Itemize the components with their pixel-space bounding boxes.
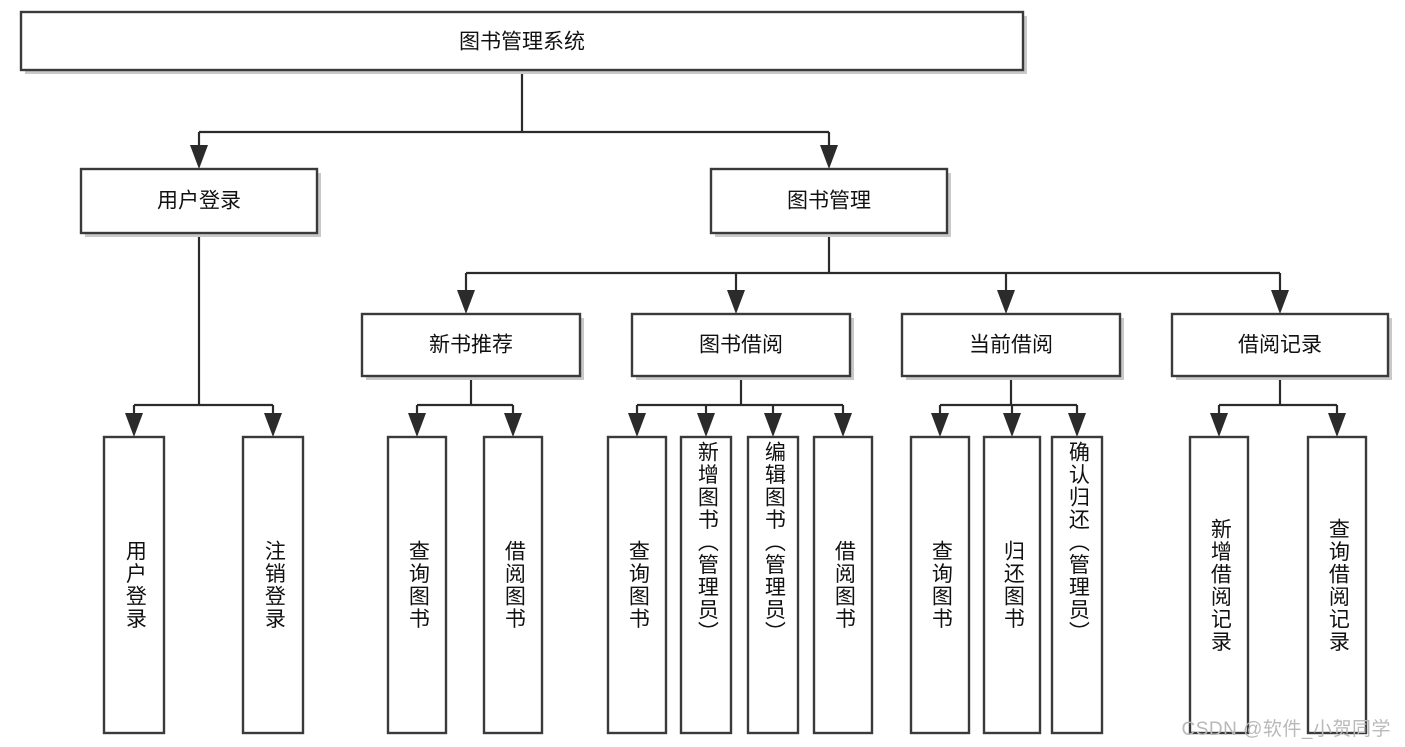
current-borrow-box[interactable] [900,312,1122,378]
book-manage-box[interactable] [709,167,949,235]
leaf-box-edit-book[interactable] [746,435,800,735]
arrow-bm-to-newbook-icon [457,290,475,314]
leaf-box-query-book-cb[interactable] [909,435,971,735]
node-borrow-record[interactable]: 借阅记录 [1170,312,1392,380]
arrow-root-to-user-login-icon [190,145,208,169]
user-login-box[interactable] [79,167,319,235]
arrow-bm-to-currentborrow-icon [997,290,1015,314]
user-login-label: 用户登录 [157,190,241,213]
new-book-rec-box[interactable] [360,312,582,378]
leaf-box-query-record[interactable] [1306,435,1368,735]
arrow-bm-to-bookborrow-icon [727,290,745,314]
leaf-box-query-book-rec[interactable] [386,435,448,735]
arrow-cb-to-leaf2-icon [1003,413,1021,437]
node-book-borrow[interactable]: 图书借阅 [630,312,854,380]
arrow-nb-to-leaf1-icon [408,413,426,437]
leaf-box-user-logout[interactable] [241,435,305,735]
leaf-box-return-book[interactable] [982,435,1042,735]
borrow-record-box[interactable] [1170,312,1390,378]
arrow-ul-to-leaf2-icon [264,413,282,437]
connector-layer [125,70,1346,437]
leaf-box-confirm-return[interactable] [1050,435,1104,735]
node-user-login[interactable]: 用户登录 [79,167,321,237]
leaf-box-add-record[interactable] [1188,435,1250,735]
leaf-box-layer [102,435,1368,735]
leaf-box-query-book-bb[interactable] [606,435,668,735]
leaf-box-add-book[interactable] [679,435,733,735]
csdn-watermark: CSDN @软件_小贺同学 [1181,719,1391,740]
root-label: 图书管理系统 [459,31,585,54]
root-box[interactable] [19,10,1025,72]
new-book-rec-label: 新书推荐 [429,334,513,357]
arrow-br-to-leaf2-icon [1328,413,1346,437]
borrow-record-label: 借阅记录 [1238,334,1322,357]
arrow-br-to-leaf1-icon [1210,413,1228,437]
arrow-ul-to-leaf1-icon [125,413,143,437]
book-borrow-box[interactable] [630,312,852,378]
leaf-box-borrow-book-bb[interactable] [812,435,874,735]
arrow-bb-to-leaf2-icon [697,413,715,437]
node-book-manage[interactable]: 图书管理 [709,167,951,237]
arrow-bb-to-leaf1-icon [628,413,646,437]
current-borrow-label: 当前借阅 [969,334,1053,357]
arrow-nb-to-leaf2-icon [504,413,522,437]
node-current-borrow[interactable]: 当前借阅 [900,312,1124,380]
leaf-box-user-login[interactable] [102,435,166,735]
node-new-book-rec[interactable]: 新书推荐 [360,312,584,380]
arrow-cb-to-leaf1-icon [931,413,949,437]
book-manage-label: 图书管理 [787,190,871,213]
arrow-bm-to-borrowrecord-icon [1271,290,1289,314]
arrow-bb-to-leaf3-icon [764,413,782,437]
arrow-bb-to-leaf4-icon [834,413,852,437]
arrow-root-to-book-manage-icon [820,145,838,169]
leaf-box-borrow-book-rec[interactable] [482,435,544,735]
arrow-cb-to-leaf3-icon [1068,413,1086,437]
book-borrow-label: 图书借阅 [699,334,783,357]
node-root[interactable]: 图书管理系统 [19,10,1027,74]
